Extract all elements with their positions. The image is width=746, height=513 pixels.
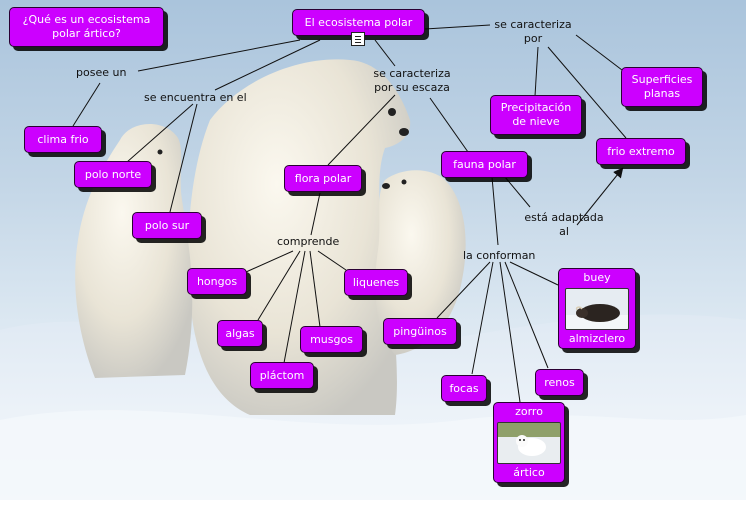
- node-label: ¿Qué es un ecosistema polar ártico?: [22, 13, 151, 40]
- node-algas[interactable]: algas: [217, 320, 263, 347]
- concept-map-canvas: ¿Qué es un ecosistema polar ártico? El e…: [0, 0, 746, 500]
- node-frio-extremo[interactable]: frio extremo: [596, 138, 686, 165]
- node-zorro-artico[interactable]: zorro ártico: [493, 402, 565, 483]
- node-label-bottom: almizclero: [568, 332, 626, 345]
- node-hongos[interactable]: hongos: [187, 268, 247, 295]
- node-label: liquenes: [352, 275, 400, 289]
- node-label: algas: [225, 326, 255, 340]
- link-comprende: comprende: [277, 235, 340, 248]
- node-superficies-planas[interactable]: Superficies planas: [621, 67, 703, 107]
- node-label: flora polar: [294, 171, 352, 185]
- node-label: hongos: [196, 274, 238, 288]
- node-label: musgos: [310, 332, 353, 346]
- link-posee-un: posee un: [76, 66, 127, 79]
- node-ecosistema-polar[interactable]: El ecosistema polar: [292, 9, 425, 36]
- musk-ox-image: [565, 287, 629, 330]
- node-label-top: buey: [583, 271, 611, 284]
- node-pinguinos[interactable]: pingüinos: [383, 318, 457, 345]
- node-buey-almizclero[interactable]: buey almizclero: [558, 268, 636, 349]
- node-label-bottom: ártico: [513, 466, 545, 479]
- node-fauna-polar[interactable]: fauna polar: [441, 151, 528, 178]
- node-polo-norte[interactable]: polo norte: [74, 161, 152, 188]
- node-label: frio extremo: [607, 144, 675, 158]
- node-label: pingüinos: [393, 324, 447, 338]
- link-la-conforman: la conforman: [463, 249, 536, 262]
- connector-lines: [72, 24, 627, 403]
- node-label-top: zorro: [515, 405, 543, 418]
- node-clima-frio[interactable]: clima frio: [24, 126, 102, 153]
- node-label: clima frio: [37, 132, 89, 146]
- link-esta-adaptada-al: está adaptada al: [524, 211, 604, 238]
- node-label: polo norte: [84, 167, 142, 181]
- node-label: focas: [449, 381, 479, 395]
- node-musgos[interactable]: musgos: [300, 326, 363, 353]
- node-label: Precipitación de nieve: [500, 101, 572, 128]
- arctic-fox-image: [497, 421, 561, 464]
- node-label: El ecosistema polar: [304, 15, 413, 29]
- node-precipitacion-de-nieve[interactable]: Precipitación de nieve: [490, 95, 582, 135]
- node-label: pláctom: [259, 368, 305, 382]
- node-label: fauna polar: [453, 157, 516, 171]
- node-label: polo sur: [144, 218, 190, 232]
- link-caracteriza-escaza: se caracteriza por su escaza: [373, 67, 451, 94]
- link-se-encuentra-en-el: se encuentra en el: [144, 91, 247, 104]
- document-icon[interactable]: [351, 32, 365, 46]
- node-focas[interactable]: focas: [441, 375, 487, 402]
- node-que-es-ecosistema-polar[interactable]: ¿Qué es un ecosistema polar ártico?: [9, 7, 164, 47]
- node-label: renos: [544, 375, 575, 389]
- link-caracteriza-por: se caracteriza por: [494, 18, 572, 45]
- node-liquenes[interactable]: liquenes: [344, 269, 408, 296]
- node-label: Superficies planas: [631, 73, 693, 100]
- node-polo-sur[interactable]: polo sur: [132, 212, 202, 239]
- node-flora-polar[interactable]: flora polar: [284, 165, 362, 192]
- node-renos[interactable]: renos: [535, 369, 584, 396]
- node-plactom[interactable]: pláctom: [250, 362, 314, 389]
